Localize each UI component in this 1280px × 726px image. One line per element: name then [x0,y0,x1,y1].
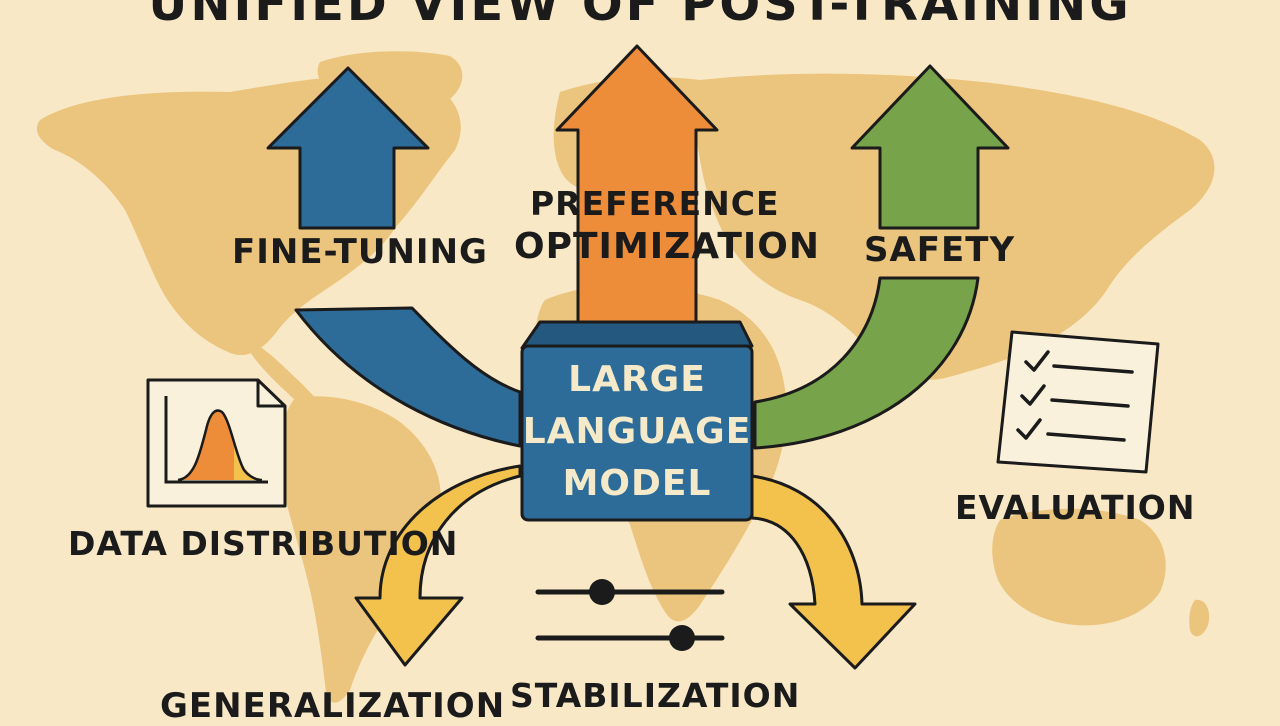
bell-curve-document-icon [146,378,287,508]
stabilization-label: STABILIZATION [510,676,801,715]
llm-label-line1: LARGE [568,359,706,400]
llm-box-top [520,320,754,350]
slider-icon [535,579,725,651]
preference-label-line1: PREFERENCE [530,184,780,223]
map-australia [992,508,1166,626]
fine-tuning-connector [294,306,522,448]
llm-label-line2: LANGUAGE [522,411,752,452]
stabilization-arrow [750,474,917,670]
map-new-zealand [1189,599,1210,637]
fine-tuning-arrowhead [266,66,430,230]
safety-connector [753,276,980,450]
fine-tuning-label: FINE-TUNING [232,232,488,272]
safety-label: SAFETY [864,230,1016,270]
safety-arrow [753,64,1010,450]
llm-label-line3: MODEL [562,463,712,504]
map-central-america [250,340,325,412]
preference-optimization-arrow [555,44,719,327]
map-japan [1149,176,1179,232]
fine-tuning-arrow [266,66,522,448]
page-title: UNIFIED VIEW OF POST-TRAINING [148,0,1132,32]
map-south-america [278,396,441,703]
llm-box-label: LARGE LANGUAGE MODEL [522,354,752,510]
llm-box-front [520,344,754,522]
evaluation-label: EVALUATION [955,488,1196,527]
llm-box [520,320,754,522]
generalization-label: GENERALIZATION [160,686,506,726]
checklist-icon [996,330,1160,474]
generalization-arrow [354,464,522,667]
preference-label-line2: OPTIMIZATION [514,226,821,267]
safety-arrowhead [850,64,1010,230]
data-distribution-label: DATA DISTRIBUTION [68,524,459,563]
